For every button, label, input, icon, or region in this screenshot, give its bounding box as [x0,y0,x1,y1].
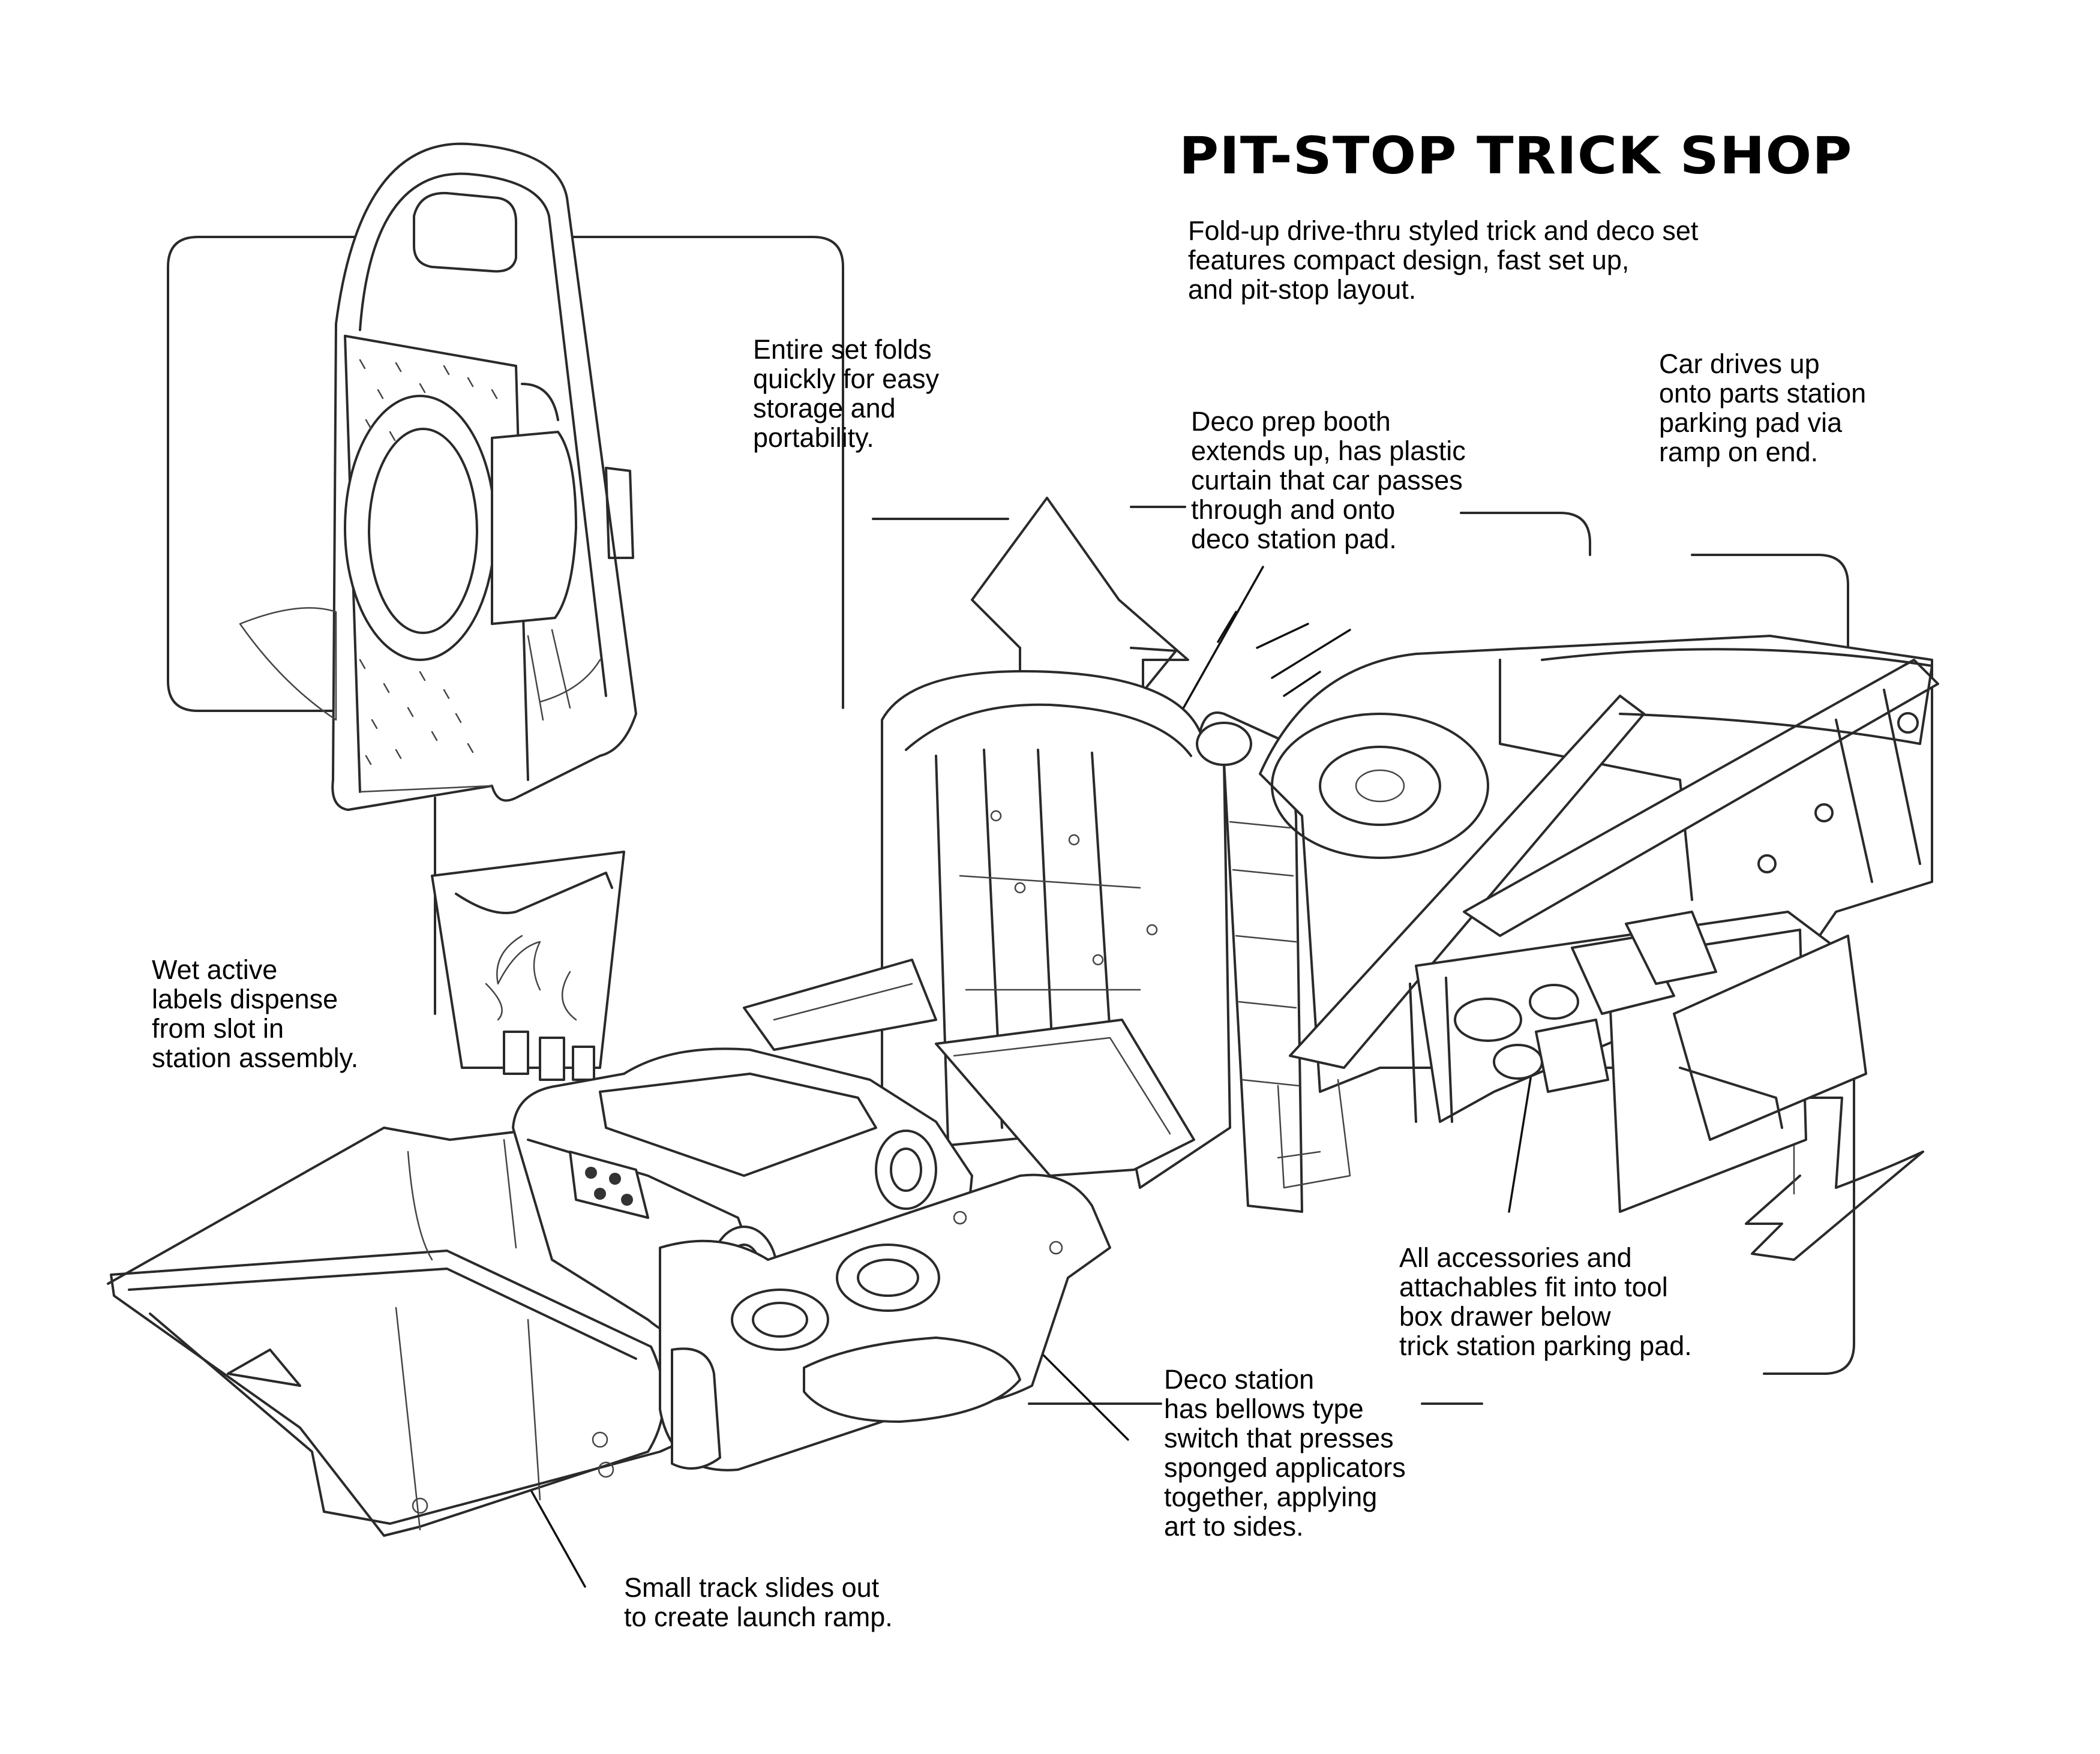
texture-dots [359,359,498,765]
callout-folds: Entire set folds quickly for easy storag… [753,334,940,453]
folded-set-inset [167,236,844,1015]
page-title: PIT-STOP TRICK SHOP [1179,126,1853,186]
motion-lines [1217,611,1351,697]
callout-deco-station: Deco station has bellows type switch tha… [1164,1364,1406,1542]
callout-car-drives: Car drives up onto parts station parking… [1659,349,1867,467]
callout-small-track: Small track slides out to create launch … [624,1572,893,1632]
callout-wet-labels: Wet active labels dispense from slot in … [152,954,359,1073]
folded-unit-drawing [239,142,637,811]
intro-text: Fold-up drive-thru styled trick and deco… [1188,215,1699,305]
play-set-drawing [107,635,1939,1537]
callout-deco-booth: Deco prep booth extends up, has plastic … [1191,406,1466,554]
callout-accessories: All accessories and attachables fit into… [1399,1242,1692,1361]
up-arrow-icon [971,497,1189,700]
